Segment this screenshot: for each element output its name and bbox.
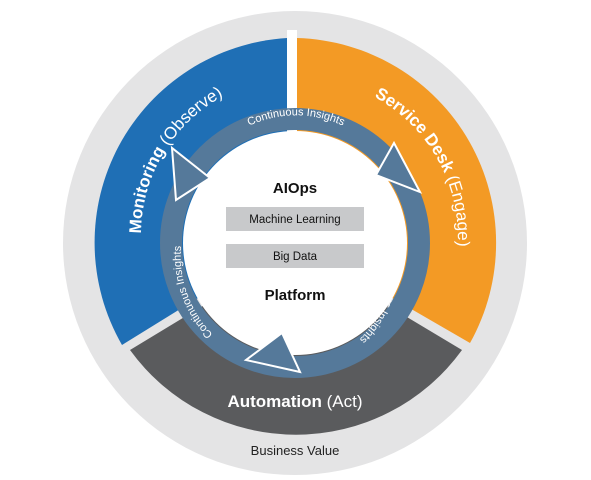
automation-label: Automation (Act) <box>227 392 362 411</box>
arrow-head-left <box>170 145 212 202</box>
big-data-label: Big Data <box>273 251 318 263</box>
machine-learning-label: Machine Learning <box>249 214 340 226</box>
arrow-head-bottom <box>243 331 302 374</box>
core-disk <box>183 131 407 355</box>
big-data-box <box>226 244 364 268</box>
core-footer: Platform <box>265 287 326 304</box>
arrow-head-top-right <box>374 140 423 194</box>
core-title: AIOps <box>273 180 317 197</box>
business-value-label: Business Value <box>251 443 340 458</box>
machine-learning-box <box>226 207 364 231</box>
